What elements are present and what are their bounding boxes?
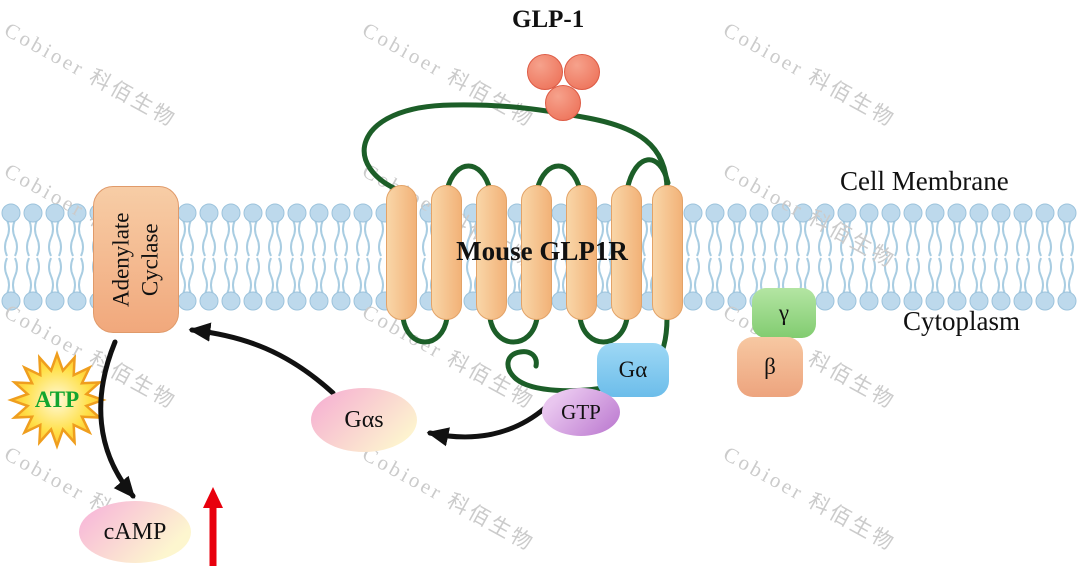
receptor-n-terminus-loop (361, 102, 670, 195)
adenylate-cyclase-label-line2: Cyclase (137, 223, 163, 296)
gas-molecule: Gαs (311, 388, 417, 452)
g-alpha-subunit: Gα (597, 343, 669, 397)
camp-label: cAMP (103, 518, 167, 545)
adenylate-cyclase-label-line1: Adenylate (108, 212, 134, 307)
glp1-ligand-circle (545, 85, 581, 121)
receptor-bottom-loop-3 (577, 315, 630, 345)
gamma-label: γ (778, 300, 790, 325)
arrow-gas-to-adenylate-cyclase (188, 322, 336, 396)
glp1-title: GLP-1 (512, 6, 585, 33)
receptor-top-loop-3 (624, 157, 671, 193)
cell-membrane-label: Cell Membrane (840, 166, 1009, 196)
atp-starburst (7, 350, 107, 450)
receptor-bottom-loop-1 (400, 315, 450, 345)
arrow-gtp-to-gas (426, 405, 548, 447)
receptor-bottom-loop-2 (487, 315, 540, 345)
receptor-helix-7 (652, 185, 683, 320)
receptor-helix-2 (431, 185, 462, 320)
receptor-helix-1 (386, 185, 417, 320)
arrow-adenylate-cyclase-to-camp (98, 339, 136, 499)
signal-arrows (98, 322, 548, 499)
glp1-ligand-circle (527, 54, 563, 90)
adenylate-cyclase-box: Adenylate Cyclase (93, 186, 179, 333)
beta-subunit: β (737, 337, 803, 397)
cytoplasm-label: Cytoplasm (903, 306, 1021, 336)
atp-label: ATP (34, 387, 80, 412)
g-alpha-label: Gα (618, 357, 648, 382)
camp-increase-arrow (203, 487, 223, 566)
gas-label: Gαs (344, 406, 384, 433)
receptor-helix-3 (476, 185, 507, 320)
glp1-ligand-circle (564, 54, 600, 90)
receptor-name-label: Mouse GLP1R (456, 236, 628, 266)
receptor-top-loop-1 (444, 163, 493, 193)
receptor-helix-4 (521, 185, 552, 320)
gtp-label: GTP (561, 399, 601, 424)
camp-molecule: cAMP (79, 501, 191, 563)
receptor-helix-6 (611, 185, 642, 320)
beta-label: β (764, 354, 776, 379)
gtp-molecule: GTP (542, 388, 620, 436)
adenylate-cyclase-label: Adenylate Cyclase (107, 212, 165, 307)
gamma-subunit: γ (752, 288, 816, 338)
receptor-top-loop-2 (534, 163, 583, 193)
receptor-helix-5 (566, 185, 597, 320)
